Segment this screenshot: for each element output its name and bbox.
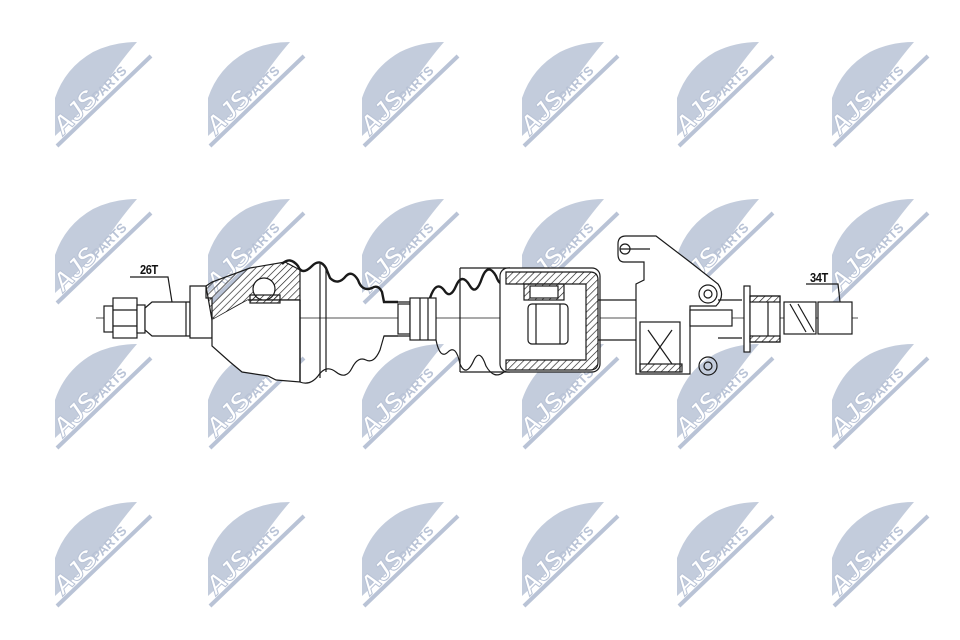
intermediate-shaft bbox=[384, 297, 437, 341]
inner-spline-count-label: 34T bbox=[810, 270, 828, 285]
inner-spline-stub bbox=[783, 283, 853, 335]
outer-spline-count-label: 26T bbox=[140, 262, 158, 277]
inner-seal bbox=[718, 285, 781, 353]
inner-boot bbox=[428, 267, 511, 376]
hub-nut bbox=[103, 297, 146, 339]
outer-cv-joint bbox=[189, 261, 301, 383]
outer-boot bbox=[281, 259, 398, 384]
bearing-bracket bbox=[617, 235, 733, 376]
inner-tripod-housing bbox=[499, 267, 640, 373]
